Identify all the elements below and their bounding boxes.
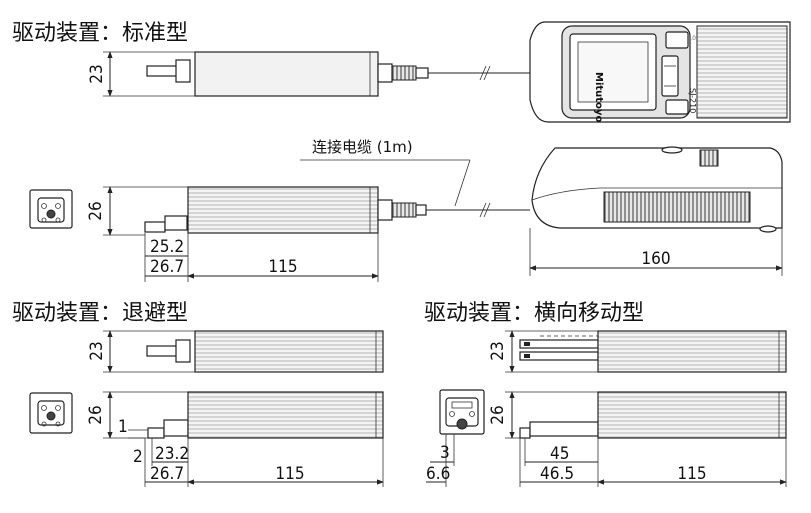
callout-cable: 连接电缆 (1m) <box>312 138 413 156</box>
dim-tr-d1: 45 <box>550 444 569 464</box>
dim-tr-side-height: 26 <box>488 405 508 424</box>
dim-ret-length: 115 <box>275 464 304 484</box>
brand-label: Mitutoyo <box>593 72 604 122</box>
standard-side-view: 26 25.2 26.7 115 <box>29 186 530 282</box>
dim-ret-gap: 2 <box>133 447 143 467</box>
display-unit-side: 160 <box>529 146 783 276</box>
dim-unit-length: 160 <box>641 249 670 269</box>
transverse-side-view: 3 6.6 26 45 46.5 115 <box>426 389 787 487</box>
dim-std-d1: 25.2 <box>150 237 184 257</box>
title-standard: 驱动装置：标准型 <box>12 21 188 46</box>
cable-callout: 连接电缆 (1m) <box>300 138 471 207</box>
transverse-top-view: 23 <box>488 330 787 373</box>
dim-ret-d1: 23.2 <box>155 444 189 464</box>
retract-side-view: 26 1 2 23.2 26.7 115 <box>29 391 384 487</box>
title-retract: 驱动装置：退避型 <box>12 301 188 326</box>
dim-tr-front-offset: 6.6 <box>426 464 450 484</box>
dim-std-side-height: 26 <box>86 201 106 220</box>
dim-std-top-height: 23 <box>87 64 107 83</box>
title-transverse: 驱动装置：横向移动型 <box>424 301 644 326</box>
dim-std-length: 115 <box>268 257 297 277</box>
dim-ret-step: 1 <box>118 417 128 437</box>
dim-tr-d2: 46.5 <box>540 464 574 484</box>
dim-ret-d2: 26.7 <box>150 464 184 484</box>
dim-ret-top-height: 23 <box>87 341 107 360</box>
retract-top-view: 23 <box>87 330 384 373</box>
standard-top-view: 23 <box>87 51 535 97</box>
model-label: SJ-210 <box>688 88 697 113</box>
dim-ret-side-height: 26 <box>86 405 106 424</box>
dim-tr-front-w: 3 <box>440 443 450 463</box>
dim-tr-top-height: 23 <box>488 341 508 360</box>
dim-tr-length: 115 <box>677 464 706 484</box>
display-unit-top: SJ-210 Mitutoyo SJ-210 <box>529 21 791 123</box>
dim-std-d2: 26.7 <box>150 257 184 277</box>
